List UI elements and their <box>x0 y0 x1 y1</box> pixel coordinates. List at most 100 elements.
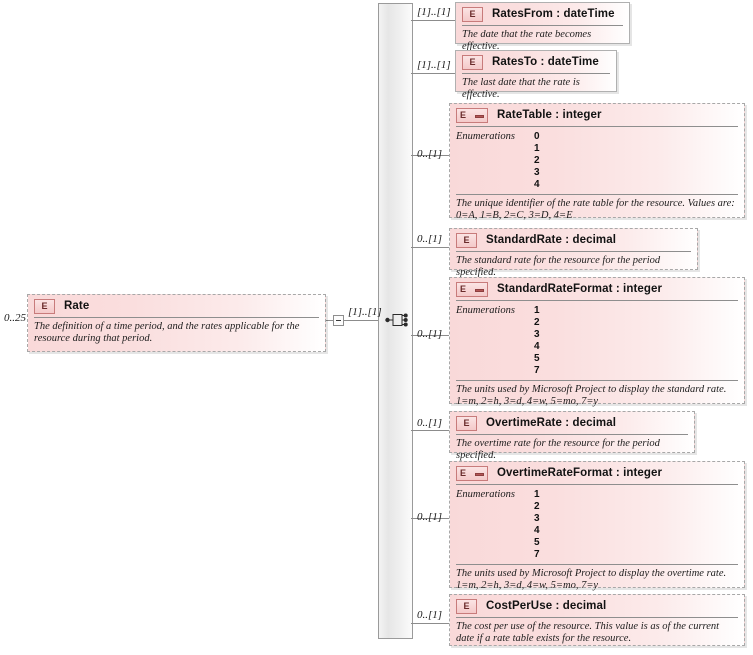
cardinality-overtimerate: 0..[1] <box>417 417 443 429</box>
element-description-overtimerateformat: The units used by Microsoft Project to d… <box>456 568 727 591</box>
element-header-ratetable: E RateTable : integer <box>450 104 744 126</box>
divider <box>456 251 691 252</box>
enumerations-overtimerateformat: Enumerations 1 2 3 4 5 7 <box>450 485 744 564</box>
enumerations-values-standardrateformat: 1 2 3 4 5 7 <box>534 305 540 377</box>
enumerations-values-overtimerateformat: 1 2 3 4 5 7 <box>534 489 540 561</box>
element-header-overtimerateformat: E OvertimeRateFormat : integer <box>450 462 744 484</box>
element-header-costperuse: E CostPerUse : decimal <box>450 595 744 617</box>
branch-line-standardrateformat <box>411 335 449 336</box>
enum-value: 3 <box>534 513 540 524</box>
element-box-ratetable[interactable]: E RateTable : integer Enumerations 0 1 2… <box>449 103 745 221</box>
cardinality-standardrate: 0..[1] <box>417 233 443 245</box>
sequence-compositor-icon[interactable] <box>385 310 409 330</box>
element-header-standardrate: E StandardRate : decimal <box>450 229 697 251</box>
element-description-ratesto: The last date that the rate is effective… <box>462 77 580 100</box>
divider <box>456 484 738 485</box>
element-type-icon: E <box>34 298 55 314</box>
element-description-standardrateformat: The units used by Microsoft Project to d… <box>456 384 727 407</box>
branch-line-ratesto <box>411 73 455 74</box>
enum-value: 7 <box>534 549 540 560</box>
enumerations-label: Enumerations <box>456 131 515 142</box>
element-box-costperuse[interactable]: E CostPerUse : decimal The cost per use … <box>449 594 745 646</box>
root-connector-line-left <box>326 320 333 321</box>
branch-line-ratesfrom <box>411 20 455 21</box>
divider <box>462 73 610 74</box>
element-type-icon-enum: E <box>456 107 488 123</box>
branch-line-standardrate <box>411 247 449 248</box>
element-description-ratesfrom: The date that the rate becomes effective… <box>462 29 592 52</box>
element-description-costperuse: The cost per use of the resource. This v… <box>456 621 720 644</box>
element-box-ratesto[interactable]: E RatesTo : dateTime The last date that … <box>455 50 617 100</box>
element-description-ratetable: The unique identifier of the rate table … <box>456 198 735 221</box>
enumerations-values-ratetable: 0 1 2 3 4 <box>534 131 540 191</box>
enum-value: 4 <box>534 341 540 352</box>
element-name-standardrateformat: StandardRateFormat : integer <box>497 283 663 295</box>
enum-value: 1 <box>534 305 540 316</box>
root-connector-line-right <box>344 320 378 321</box>
element-box-standardrateformat[interactable]: E StandardRateFormat : integer Enumerati… <box>449 277 745 407</box>
divider <box>456 126 738 127</box>
element-type-icon-enum: E <box>456 465 488 481</box>
divider <box>456 194 738 195</box>
enum-value: 1 <box>534 489 540 500</box>
element-type-icon-enum: E <box>456 281 488 297</box>
element-description-rate: The definition of a time period, and the… <box>34 321 300 344</box>
element-name-standardrate: StandardRate : decimal <box>486 234 617 246</box>
divider <box>456 434 688 435</box>
branch-line-overtimerate <box>411 430 449 431</box>
enum-value: 1 <box>534 143 540 154</box>
divider <box>34 317 319 318</box>
enum-value: 5 <box>534 353 540 364</box>
cardinality-standardrateformat: 0..[1] <box>417 328 443 340</box>
enum-value: 4 <box>534 525 540 536</box>
enumerations-label: Enumerations <box>456 489 515 500</box>
enum-value: 0 <box>534 131 540 142</box>
cardinality-overtimerateformat: 0..[1] <box>417 511 443 523</box>
element-header-ratesfrom: E RatesFrom : dateTime <box>456 3 629 25</box>
enum-value: 4 <box>534 179 540 190</box>
enum-value: 5 <box>534 537 540 548</box>
collapse-toggle-rate[interactable] <box>333 315 344 326</box>
element-name-rate: Rate <box>64 300 90 312</box>
branch-line-ratetable <box>411 155 449 156</box>
element-type-icon: E <box>456 415 477 431</box>
divider <box>456 617 738 618</box>
element-box-overtimerateformat[interactable]: E OvertimeRateFormat : integer Enumerati… <box>449 461 745 591</box>
element-box-rate[interactable]: E Rate The definition of a time period, … <box>27 294 326 352</box>
branch-line-costperuse <box>411 623 449 624</box>
cardinality-rate-branch: [1]..[1] <box>348 306 382 318</box>
element-description-standardrate: The standard rate for the resource for t… <box>456 255 661 278</box>
element-header-standardrateformat: E StandardRateFormat : integer <box>450 278 744 300</box>
element-type-icon: E <box>456 232 477 248</box>
element-name-ratesfrom: RatesFrom : dateTime <box>492 8 615 20</box>
element-name-overtimerate: OvertimeRate : decimal <box>486 417 617 429</box>
enum-value: 2 <box>534 501 540 512</box>
enum-value: 3 <box>534 167 540 178</box>
element-description-overtimerate: The overtime rate for the resource for t… <box>456 438 660 461</box>
enumerations-standardrateformat: Enumerations 1 2 3 4 5 7 <box>450 301 744 380</box>
element-type-icon: E <box>462 54 483 70</box>
element-name-overtimerateformat: OvertimeRateFormat : integer <box>497 467 663 479</box>
cardinality-ratesto: [1]..[1] <box>417 59 451 71</box>
element-type-icon: E <box>462 6 483 22</box>
element-header-overtimerate: E OvertimeRate : decimal <box>450 412 694 434</box>
element-header-rate: E Rate <box>28 295 325 317</box>
element-box-overtimerate[interactable]: E OvertimeRate : decimal The overtime ra… <box>449 411 695 461</box>
element-header-ratesto: E RatesTo : dateTime <box>456 51 616 73</box>
enumerations-label: Enumerations <box>456 305 515 316</box>
element-name-costperuse: CostPerUse : decimal <box>486 600 607 612</box>
divider <box>456 380 738 381</box>
element-name-ratetable: RateTable : integer <box>497 109 602 121</box>
divider <box>456 564 738 565</box>
divider <box>456 300 738 301</box>
enum-value: 3 <box>534 329 540 340</box>
cardinality-rate: 0..25 <box>4 312 26 324</box>
cardinality-ratesfrom: [1]..[1] <box>417 6 451 18</box>
enumerations-ratetable: Enumerations 0 1 2 3 4 <box>450 127 744 194</box>
branch-line-overtimerateformat <box>411 518 449 519</box>
cardinality-ratetable: 0..[1] <box>417 148 443 160</box>
element-box-standardrate[interactable]: E StandardRate : decimal The standard ra… <box>449 228 698 278</box>
element-type-icon: E <box>456 598 477 614</box>
element-box-ratesfrom[interactable]: E RatesFrom : dateTime The date that the… <box>455 2 630 52</box>
